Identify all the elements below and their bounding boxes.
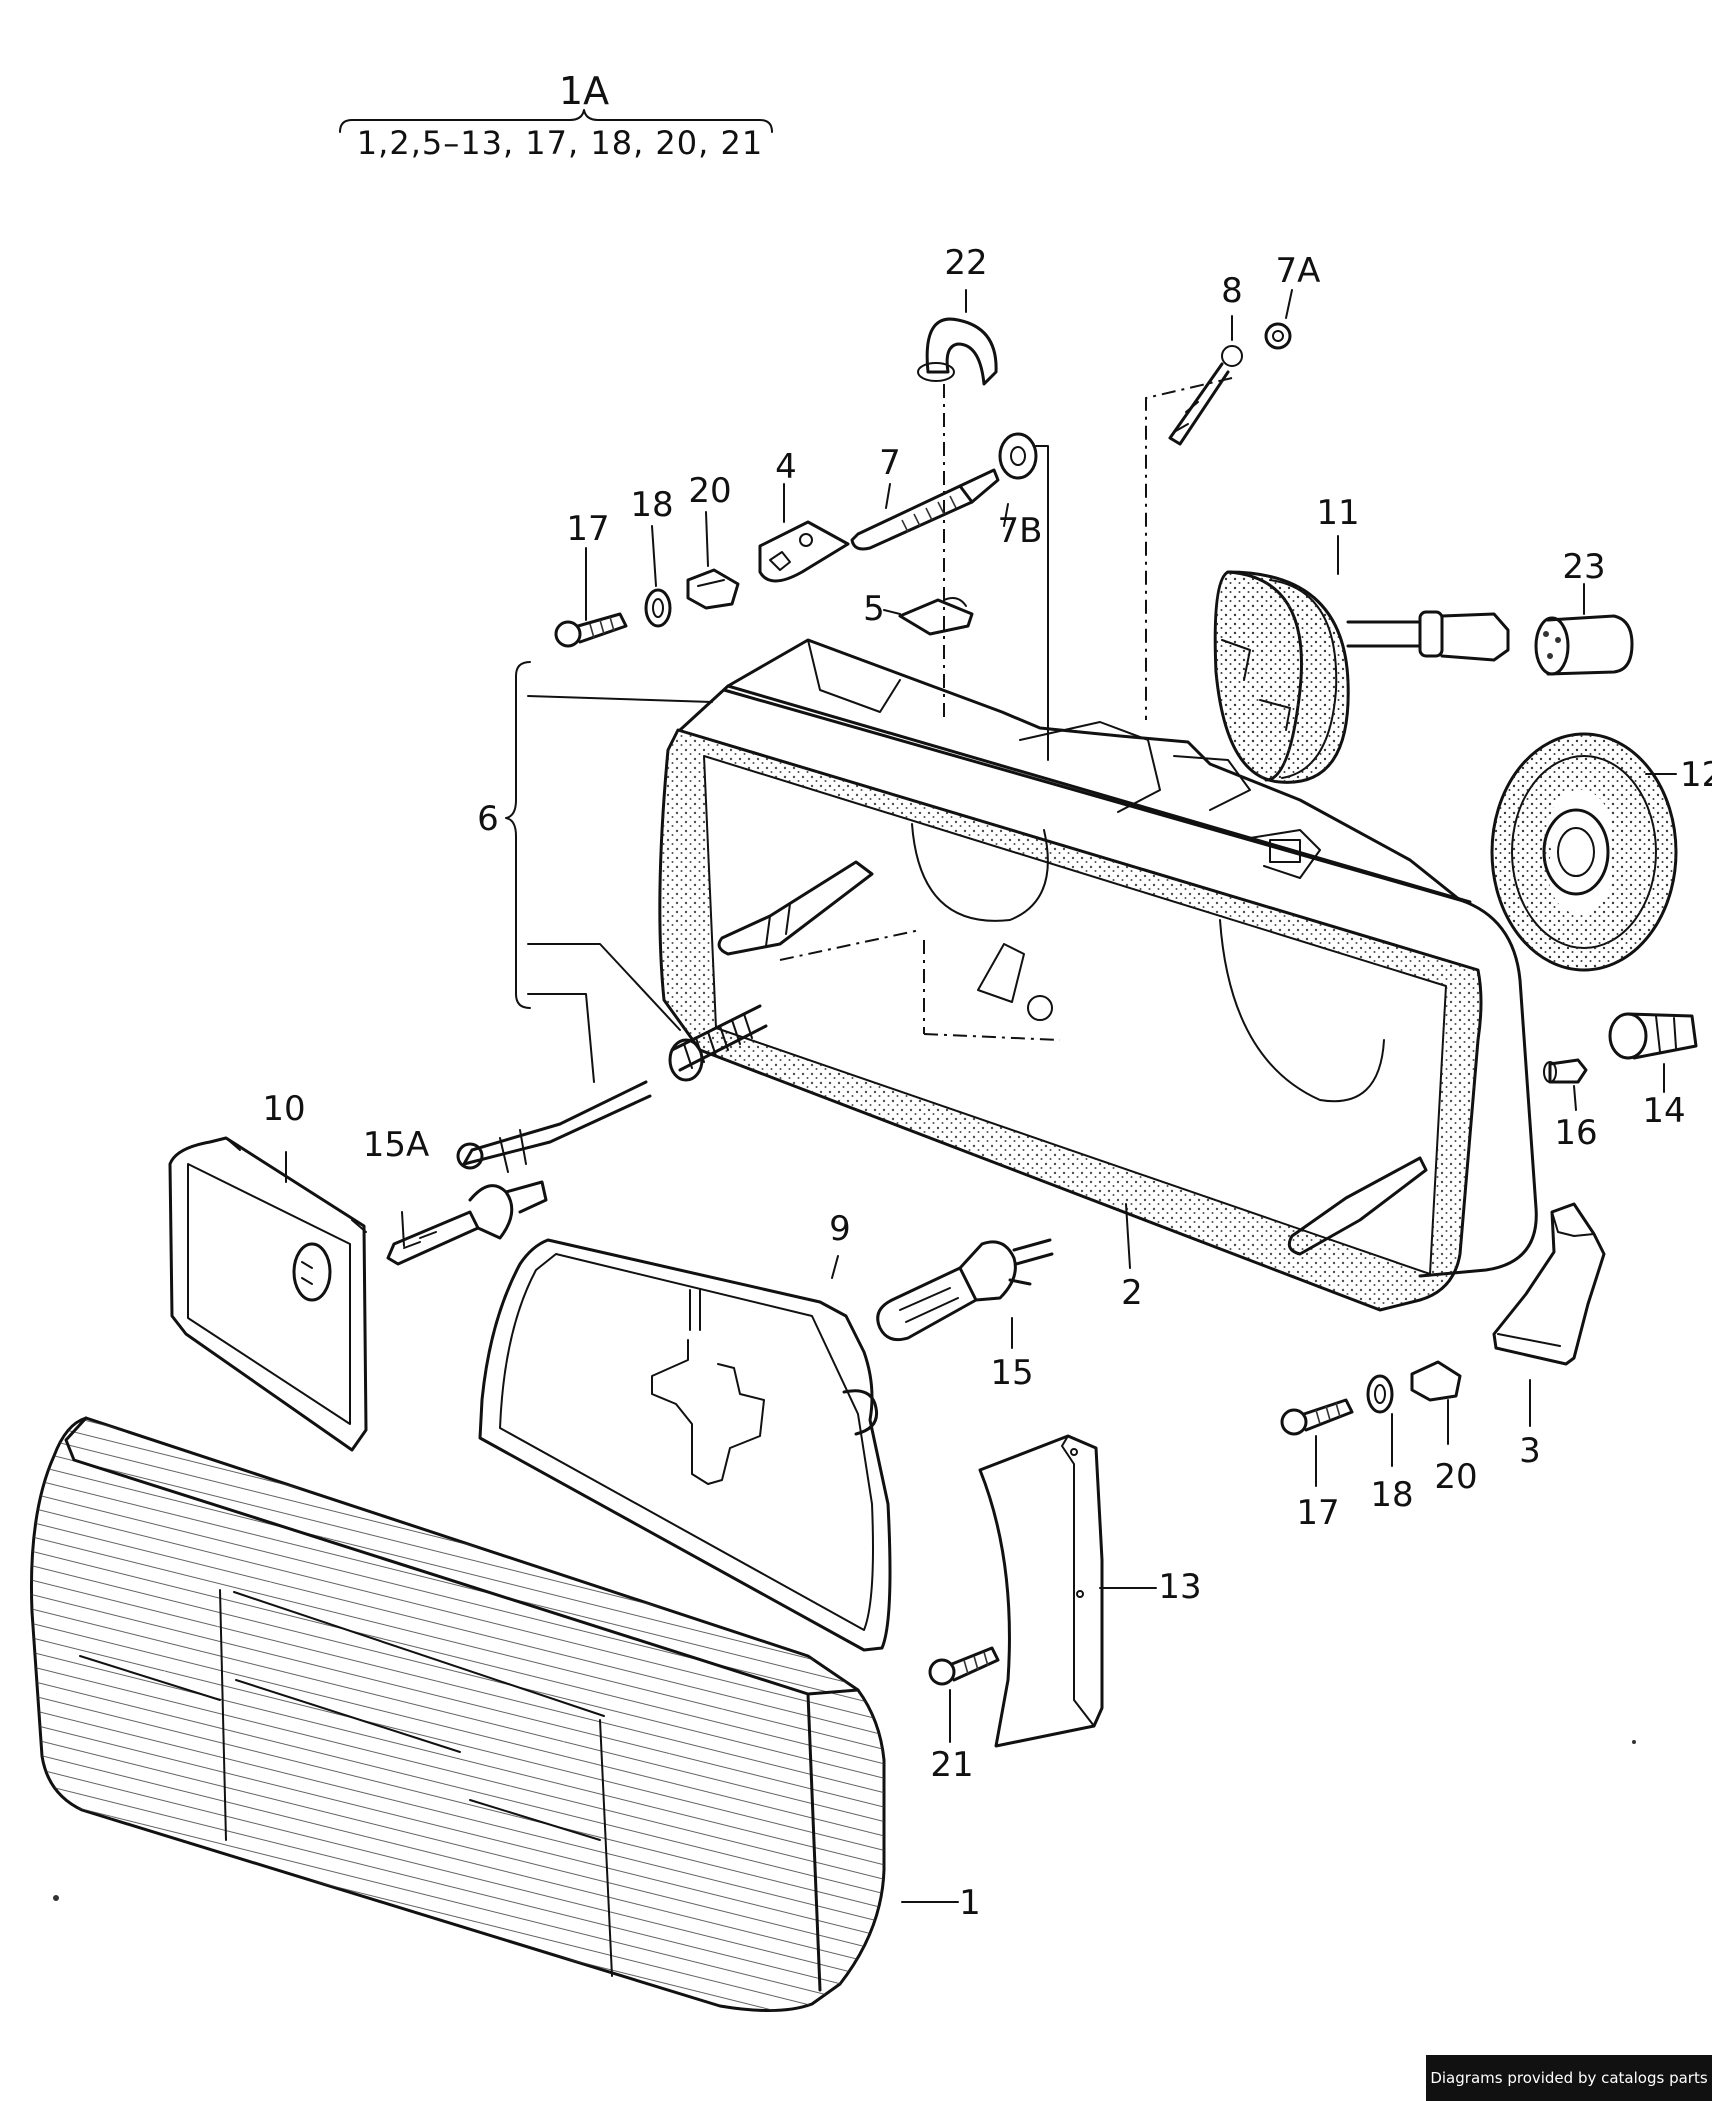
scan-speck bbox=[1632, 1740, 1636, 1744]
part-12-rear-cap bbox=[1490, 732, 1678, 972]
callout-4: 4 bbox=[775, 447, 797, 487]
callout-17-upper: 17 bbox=[566, 509, 609, 549]
callout-22: 22 bbox=[944, 243, 987, 283]
part-5-spring-clip bbox=[898, 597, 974, 636]
assembly-group-header: 1A 1,2,5–13, 17, 18, 20, 21 bbox=[339, 69, 773, 162]
part-20-clip-lower bbox=[1410, 1360, 1462, 1402]
callout-7: 7 bbox=[879, 443, 901, 483]
callout-9: 9 bbox=[829, 1209, 851, 1249]
part-6-group-brace bbox=[505, 661, 713, 1083]
callout-17-lower: 17 bbox=[1296, 1493, 1339, 1533]
callout-18-lower: 18 bbox=[1370, 1475, 1413, 1515]
part-18-washer-lower bbox=[1366, 1374, 1394, 1414]
part-17-screw-upper bbox=[554, 612, 628, 648]
part-9-main-reflector bbox=[478, 1238, 892, 1652]
part-23-socket bbox=[1534, 614, 1634, 676]
callout-8: 8 bbox=[1221, 271, 1243, 311]
part-11-rear-cover bbox=[1213, 570, 1510, 784]
callout-15: 15 bbox=[990, 1353, 1033, 1393]
part-17-screw-lower bbox=[1280, 1398, 1354, 1436]
part-15-bulb-h4 bbox=[876, 1238, 1054, 1342]
part-6-headlight-housing bbox=[658, 638, 1538, 1312]
callout-2: 2 bbox=[1121, 1273, 1143, 1313]
part-7b-grommet bbox=[998, 432, 1049, 761]
part-1-headlight-lens bbox=[29, 1416, 886, 2012]
part-8-adjusting-clip bbox=[1145, 345, 1243, 720]
part-7a-nut bbox=[1264, 322, 1292, 350]
leader-lines bbox=[285, 289, 1677, 1903]
credit-badge[interactable]: Diagrams provided by catalogs parts bbox=[1426, 2055, 1712, 2101]
callout-12: 12 bbox=[1680, 755, 1712, 795]
part-7-adjusting-screw bbox=[850, 468, 1000, 551]
callout-5: 5 bbox=[863, 589, 885, 629]
callout-1: 1 bbox=[959, 1883, 981, 1923]
callout-14: 14 bbox=[1642, 1091, 1685, 1131]
assembly-title: 1A bbox=[559, 69, 609, 113]
callout-13: 13 bbox=[1158, 1567, 1201, 1607]
part-3-trim-piece bbox=[1492, 1202, 1606, 1366]
part-4-bracket bbox=[758, 520, 850, 583]
callout-15a: 15A bbox=[363, 1125, 430, 1165]
part-15a-bulb-h1 bbox=[386, 1180, 548, 1266]
part-13-side-marker-lens bbox=[978, 1434, 1104, 1748]
callout-7a: 7A bbox=[1276, 251, 1321, 291]
scan-speck bbox=[53, 1895, 59, 1901]
callout-labels: 22 8 7A 7 7B 4 20 18 17 5 11 23 12 6 16 … bbox=[262, 243, 1712, 1923]
part-10-reflector bbox=[168, 1136, 368, 1452]
assembly-part-range: 1,2,5–13, 17, 18, 20, 21 bbox=[357, 124, 763, 162]
part-20-clip-upper bbox=[686, 568, 740, 610]
callout-3: 3 bbox=[1519, 1431, 1541, 1471]
spring-adjuster bbox=[456, 1004, 768, 1173]
callout-16: 16 bbox=[1554, 1113, 1597, 1153]
part-16-parking-bulb bbox=[1543, 1058, 1588, 1084]
part-22-breather-hose bbox=[917, 317, 998, 720]
callout-10: 10 bbox=[262, 1089, 305, 1129]
assembly-brace bbox=[339, 109, 773, 133]
part-14-bulb-holder bbox=[1608, 1012, 1698, 1060]
part-18-washer-upper bbox=[644, 588, 672, 628]
callout-23: 23 bbox=[1562, 547, 1605, 587]
callout-21: 21 bbox=[930, 1745, 973, 1785]
callout-6: 6 bbox=[477, 799, 499, 839]
callout-20-lower: 20 bbox=[1434, 1457, 1477, 1497]
callout-7b: 7B bbox=[998, 511, 1043, 551]
callout-18-upper: 18 bbox=[630, 485, 673, 525]
part-21-screw bbox=[928, 1646, 1000, 1686]
callout-20-upper: 20 bbox=[688, 471, 731, 511]
callout-11: 11 bbox=[1316, 493, 1359, 533]
